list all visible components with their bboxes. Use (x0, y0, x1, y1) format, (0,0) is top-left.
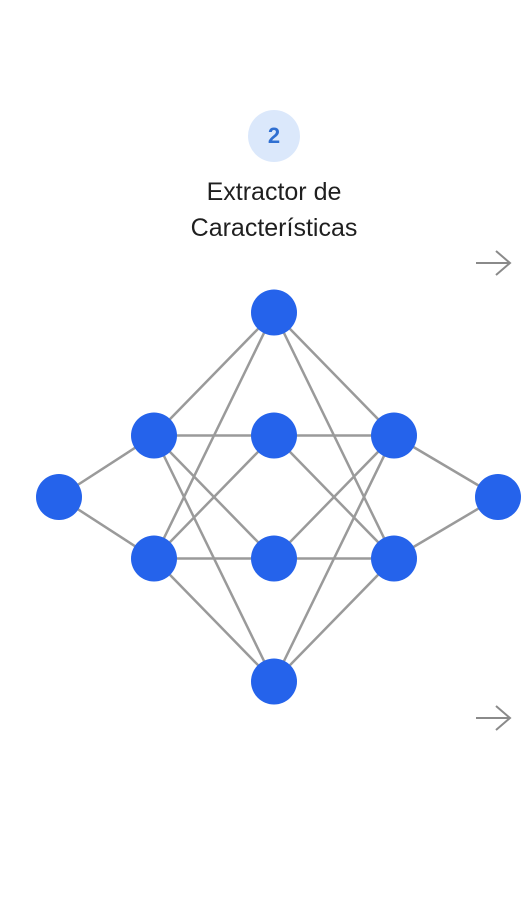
step-number-badge: 2 (248, 110, 300, 162)
network-node-layer5-1 (475, 474, 521, 520)
step-title-line-2: Características (190, 214, 358, 242)
network-node-layer3-2 (251, 412, 297, 459)
arrow-right-icon[interactable] (474, 703, 514, 733)
network-edges (58, 311, 499, 683)
network-node-layer4-2 (371, 535, 417, 582)
network-edge-l2-2-0 (273, 434, 395, 560)
network-node-layer1-1 (36, 474, 82, 520)
network-edge-l1-1-1 (153, 434, 275, 560)
network-edge-l1-1-0 (152, 311, 276, 560)
network-node-layer3-4 (251, 658, 297, 705)
network-node-layer2-2 (131, 535, 177, 582)
network-node-layer3-1 (251, 289, 297, 336)
network-edge-l2-3-0 (272, 434, 396, 683)
network-nodes (36, 289, 521, 705)
arrow-right-icon[interactable] (474, 248, 514, 278)
step-title-line-1: Extractor de (206, 178, 342, 206)
network-edge-l1-1-3 (153, 557, 275, 683)
network-edge-l2-0-0 (273, 311, 395, 437)
network-node-layer4-1 (371, 412, 417, 459)
network-edge-l1-0-0 (153, 311, 275, 437)
network-node-layer3-3 (251, 535, 297, 582)
network-node-layer2-1 (131, 412, 177, 459)
step-title: Extractor de Características (130, 174, 418, 246)
network-edge-l2-3-1 (273, 557, 395, 683)
